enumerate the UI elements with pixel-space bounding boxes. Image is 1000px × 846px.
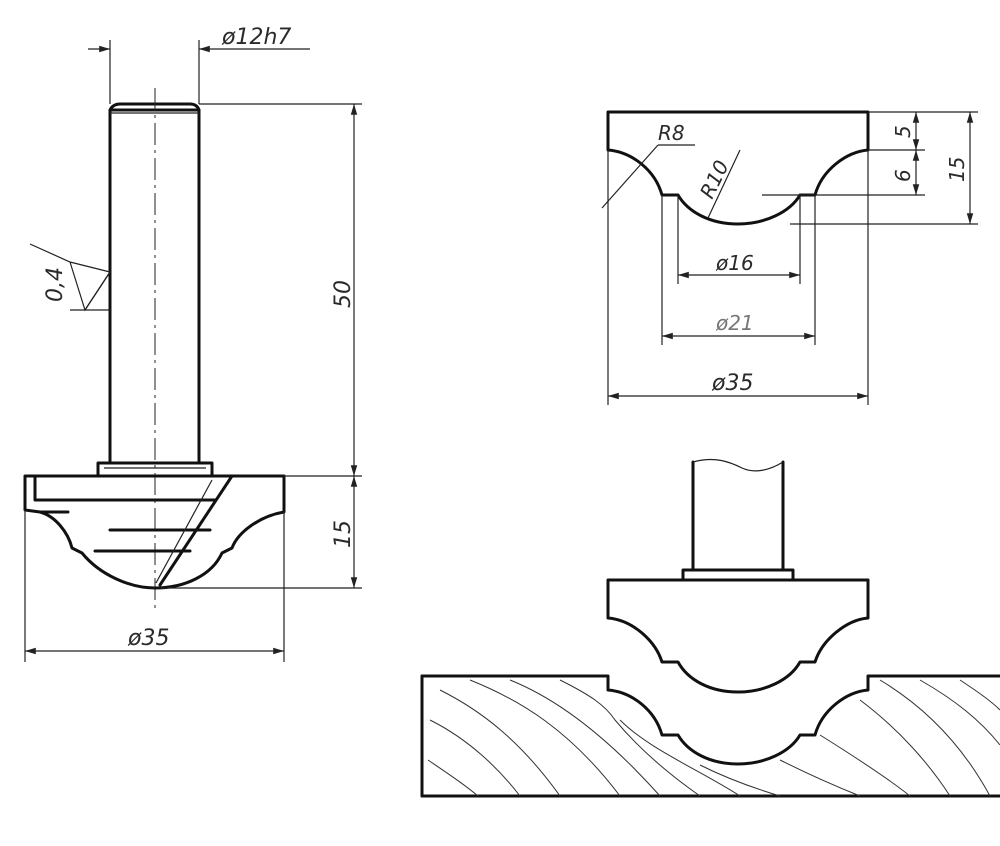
step-top-label: 5 <box>891 125 915 138</box>
shank-diameter-label: ø12h7 <box>221 25 291 50</box>
step-bottom-label: 6 <box>891 169 915 182</box>
dimension-cutter-height: 15 <box>160 476 362 589</box>
cutter-diameter-label: ø35 <box>127 626 169 651</box>
dimension-diameters: ø16 ø21 ø35 <box>607 150 869 405</box>
wood-grain-hatching <box>427 679 1000 797</box>
radius-r8-label: R8 <box>658 121 685 145</box>
cutter-body <box>23 474 286 590</box>
dimension-steps: 5 6 15 <box>762 111 978 225</box>
roughness-label: 0,4 <box>43 267 68 302</box>
cutter-profile <box>606 578 870 694</box>
outer-diameter-label: ø35 <box>711 371 753 396</box>
profile-height-label: 15 <box>945 157 969 182</box>
router-bit-view: 0,4 ø12h7 50 15 ø35 <box>23 25 362 662</box>
radius-r10-callout: R10 <box>695 149 741 219</box>
dimension-shank-diameter: ø12h7 <box>88 25 310 104</box>
inner-diameter-label: ø16 <box>715 251 754 275</box>
radius-r8-callout: R8 <box>601 121 695 209</box>
workpiece-view <box>420 458 1000 798</box>
dimension-overall-length: 50 <box>199 103 362 477</box>
profile-detail-view: R8 R10 5 6 15 ø16 <box>601 110 978 405</box>
roughness-symbol: 0,4 <box>29 243 111 312</box>
cutter-height-label: 15 <box>331 520 356 548</box>
middle-diameter-label: ø21 <box>715 311 754 335</box>
radius-r10-label: R10 <box>695 156 734 202</box>
dimension-cutter-diameter: ø35 <box>24 510 285 662</box>
shank <box>108 102 201 465</box>
shank-stub <box>681 458 795 582</box>
workpiece-board <box>420 674 1000 798</box>
overall-length-label: 50 <box>331 280 356 308</box>
profile-outline <box>606 110 870 226</box>
